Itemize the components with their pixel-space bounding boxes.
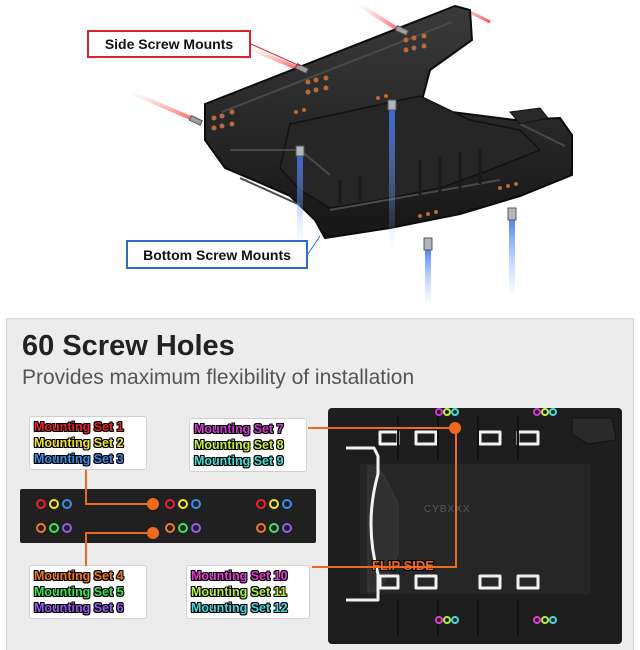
screw-hole-icon (49, 523, 59, 533)
screw-hole-icon (269, 523, 279, 533)
leader-line (312, 566, 457, 568)
screw-hole-icon (191, 523, 201, 533)
screw-hole-icon (191, 499, 201, 509)
mounting-set-label: Mounting Set 1 (34, 420, 124, 434)
screw-hole-icon (256, 523, 266, 533)
bracket-brand-mark: CYBXXX (424, 504, 471, 515)
mounting-set-label: Mounting Set 7 (194, 422, 284, 436)
screw-hole-icon (49, 499, 59, 509)
mounting-set-label: Mounting Set 8 (194, 438, 284, 452)
bracket-side-strip (20, 489, 316, 543)
screw-hole-icon (62, 499, 72, 509)
panel-title: 60 Screw Holes (22, 330, 235, 362)
flip-side-label: FLIP SIDE (372, 558, 434, 573)
flip-side-bracket: FLIP SIDE CYBXXX (328, 404, 622, 644)
screw-hole-icon (165, 499, 175, 509)
screw-hole-icon (282, 499, 292, 509)
leader-line (85, 470, 87, 504)
screw-hole-icon (165, 523, 175, 533)
leader-line (85, 532, 87, 566)
panel-subtitle: Provides maximum flexibility of installa… (22, 366, 415, 389)
screw-hole-clusters (211, 33, 518, 218)
screw-hole-icon (282, 523, 292, 533)
mounting-set-label: Mounting Set 6 (34, 601, 124, 615)
mounting-group-10-12: Mounting Set 10 Mounting Set 11 Mounting… (186, 565, 310, 619)
bottom-screw-mounts-callout: Bottom Screw Mounts (126, 240, 308, 269)
mounting-set-label: Mounting Set 10 (191, 569, 288, 583)
screw-hole-icon (178, 499, 188, 509)
mounting-set-label: Mounting Set 11 (191, 585, 287, 599)
mounting-set-label: Mounting Set 12 (191, 601, 288, 615)
flip-side-bracket-render (328, 408, 622, 644)
leader-dot (147, 527, 159, 539)
leader-dot (147, 498, 159, 510)
mounting-set-label: Mounting Set 9 (194, 454, 284, 468)
mounting-group-4-6: Mounting Set 4 Mounting Set 5 Mounting S… (29, 565, 147, 619)
screw-hole-icon (256, 499, 266, 509)
mounting-group-7-9: Mounting Set 7 Mounting Set 8 Mounting S… (189, 418, 307, 472)
screw-hole-icon (36, 499, 46, 509)
mounting-set-label: Mounting Set 4 (34, 569, 124, 583)
screw-hole-icon (178, 523, 188, 533)
mounting-set-label: Mounting Set 5 (34, 585, 124, 599)
mounting-set-label: Mounting Set 3 (34, 452, 124, 466)
product-illustration (0, 0, 640, 308)
leader-line (308, 427, 456, 429)
screw-hole-icon (62, 523, 72, 533)
bottom-screw-beams (297, 104, 515, 306)
leader-line (455, 427, 457, 567)
side-screw-mounts-callout: Side Screw Mounts (87, 30, 251, 58)
screw-hole-icon (269, 499, 279, 509)
bracket-render (129, 0, 573, 306)
leader-line (85, 503, 150, 505)
screw-hole-icon (36, 523, 46, 533)
leader-line (85, 532, 150, 534)
mounting-group-1-3: Mounting Set 1 Mounting Set 2 Mounting S… (29, 416, 147, 470)
mounting-set-label: Mounting Set 2 (34, 436, 124, 450)
